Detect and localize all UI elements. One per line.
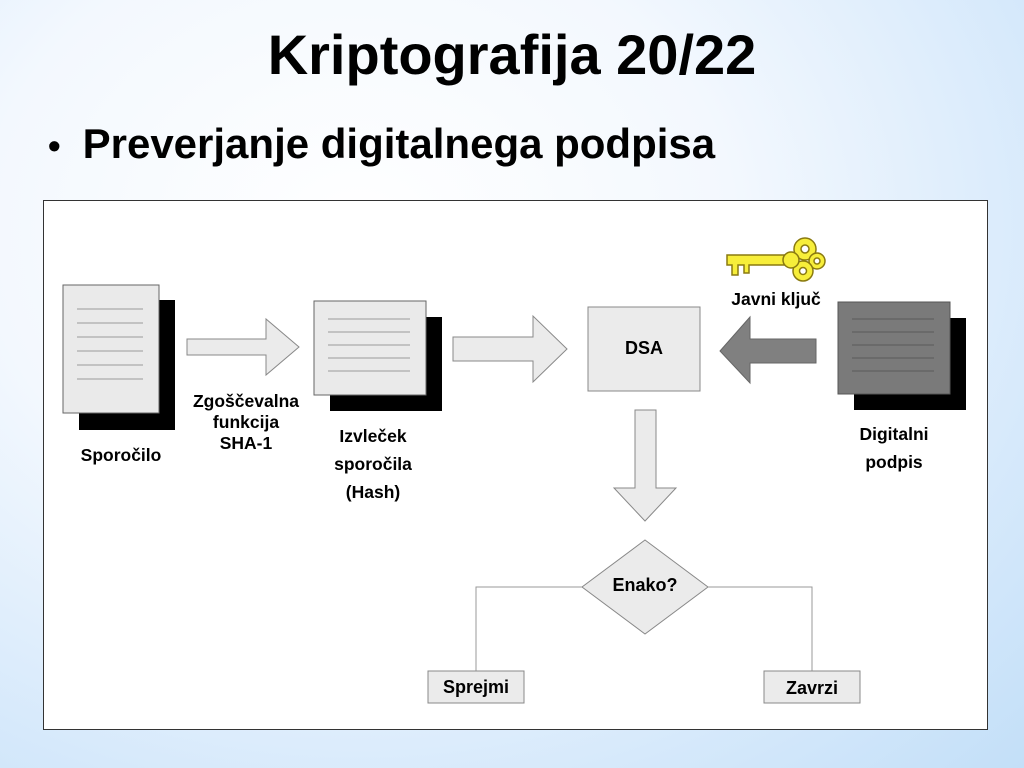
dsa-box <box>587 306 701 392</box>
accept-box <box>427 670 525 704</box>
diagram-canvas <box>62 237 966 704</box>
bullet-item: • Preverjanje digitalnega podpisa <box>48 120 715 168</box>
decision-label: Enako? <box>612 575 678 595</box>
reject-label: Zavrzi <box>785 678 839 698</box>
bullet-text: Preverjanje digitalnega podpisa <box>82 120 716 167</box>
digest-label: Izvleček sporočila (Hash) <box>306 422 440 506</box>
message-document-icon <box>62 284 175 430</box>
signature-document-icon <box>837 301 966 410</box>
accept-label: Sprejmi <box>442 677 510 697</box>
decision-diamond <box>581 539 709 635</box>
hash-function-line: funkcija <box>212 412 280 432</box>
digest-document-icon <box>313 300 442 411</box>
key-icon <box>726 237 826 282</box>
arrow-left-icon <box>719 315 817 385</box>
message-label: Sporočilo <box>80 445 162 465</box>
signature-verification-diagram: Sporočilo Zgoščevalna funkcija SHA-1 Izv… <box>43 200 988 730</box>
hash-function-line: Zgoščevalna <box>192 391 300 411</box>
hash-function-line: SHA-1 <box>219 433 273 453</box>
arrow-right-icon <box>186 317 300 377</box>
digest-line: (Hash) <box>345 482 401 502</box>
branch-lines <box>475 586 813 671</box>
public-key-label: Javni ključ <box>731 289 821 309</box>
arrow-right-icon <box>452 314 568 384</box>
dsa-label: DSA <box>624 338 663 358</box>
digest-line: sporočila <box>334 454 412 474</box>
page-title: Kriptografija 20/22 <box>267 23 757 86</box>
signature-line: podpis <box>865 452 923 472</box>
bullet-icon: • <box>48 125 61 166</box>
hash-function-label: Zgoščevalna funkcija SHA-1 <box>176 391 316 454</box>
arrow-down-icon <box>612 409 678 522</box>
signature-line: Digitalni <box>859 424 929 444</box>
digest-line: Izvleček <box>339 426 407 446</box>
signature-label: Digitalni podpis <box>830 420 958 476</box>
reject-box <box>763 670 861 704</box>
